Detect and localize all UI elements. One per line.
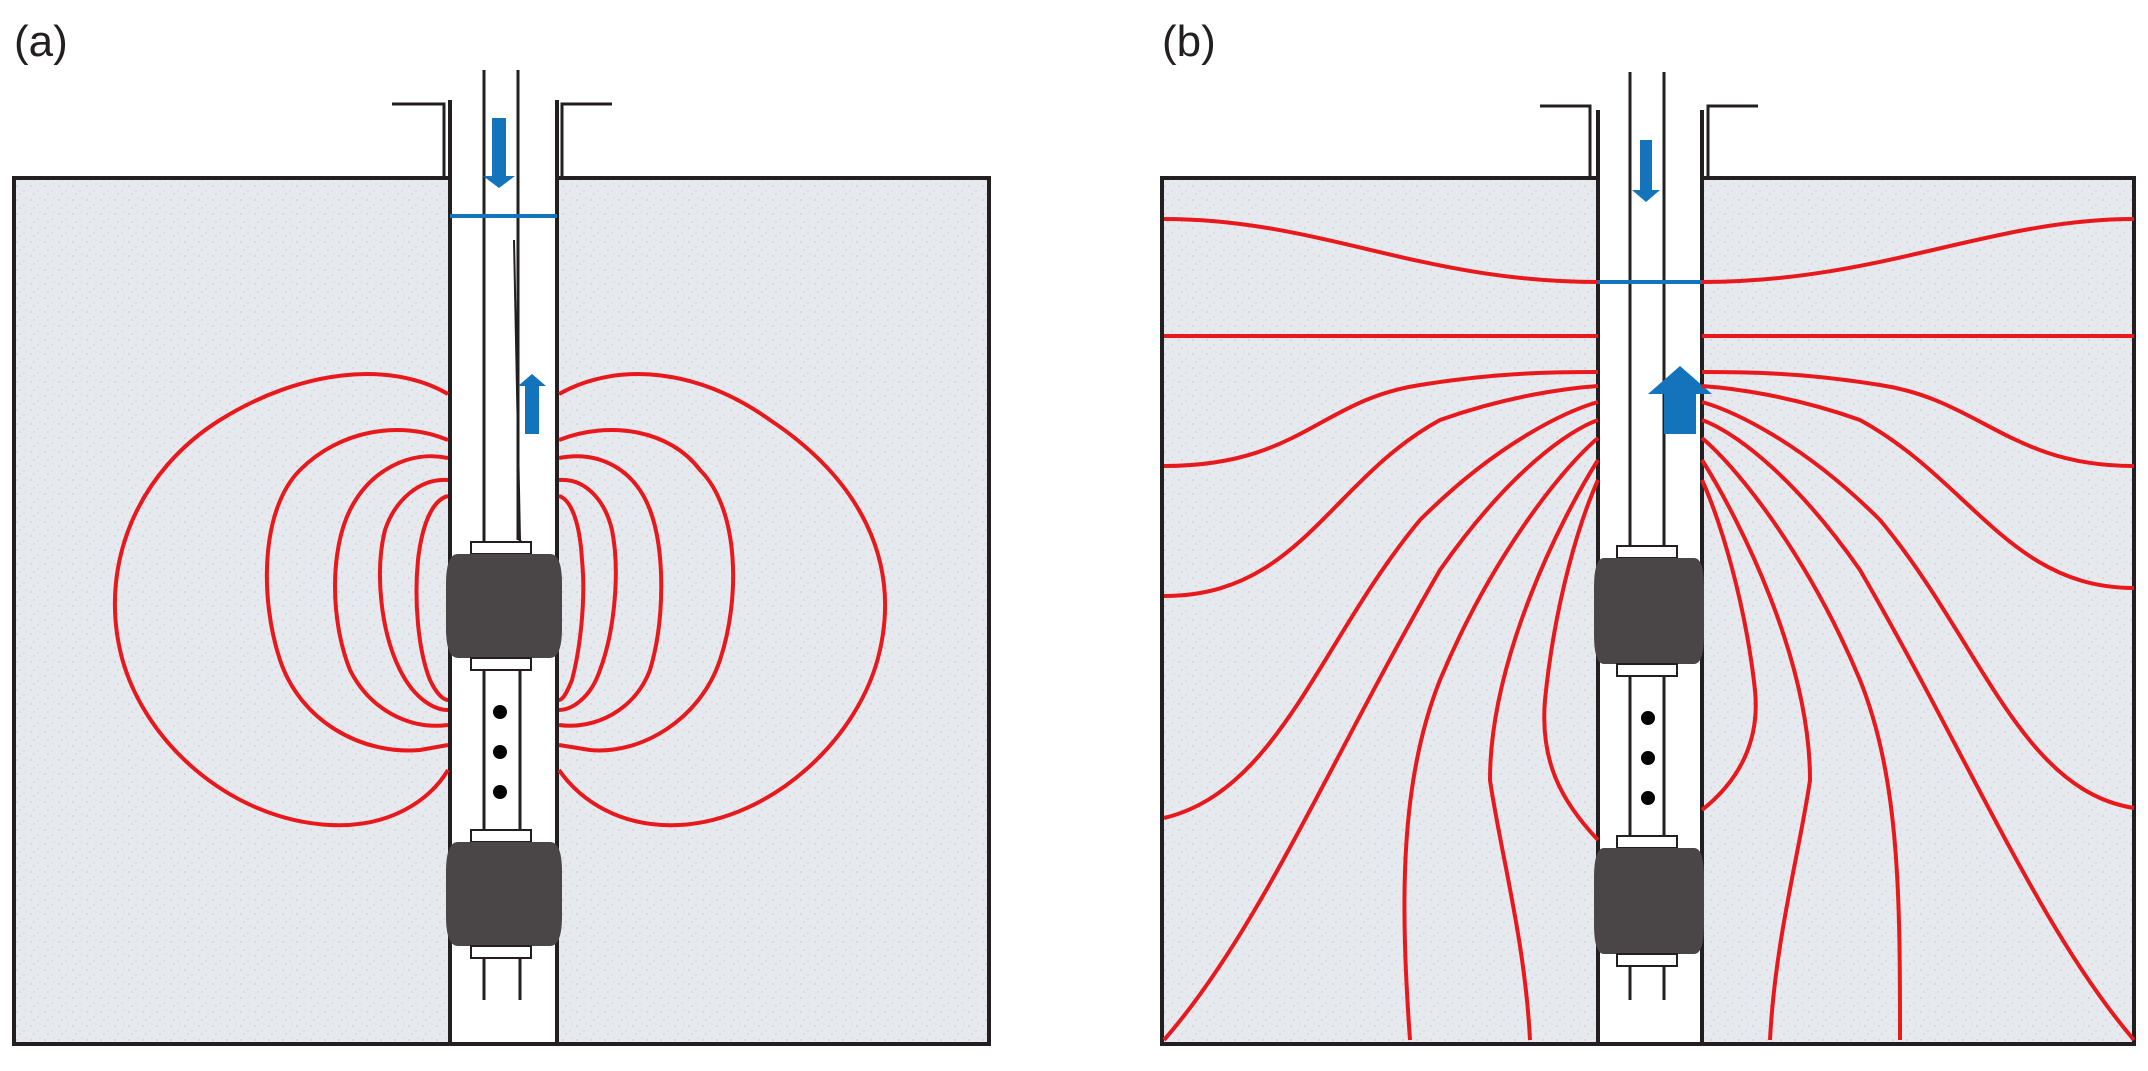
- panel-b: [1160, 72, 2136, 1046]
- casing-collar-left-a: [392, 102, 446, 178]
- flow-lines-b: [1162, 217, 2136, 1042]
- formation-left-b: [1160, 176, 1600, 1046]
- casing-collar-left-b: [1540, 104, 1592, 178]
- down-arrow-icon: [1632, 140, 1660, 202]
- flow-lines-a: [112, 372, 888, 828]
- panel-label-a: (a): [14, 17, 68, 66]
- casing-collar-right-b: [1706, 104, 1758, 178]
- perforation-dots-b: [1641, 711, 1655, 805]
- formation-left-a: [12, 176, 452, 1046]
- down-arrow-icon: [483, 118, 515, 188]
- packer-upper-a: [446, 541, 562, 671]
- up-arrow-icon: [518, 374, 546, 434]
- packer-lower-a: [446, 829, 562, 959]
- formation-right-a: [555, 176, 991, 1046]
- casing-collar-right-a: [560, 102, 612, 178]
- packer-lower-b: [1594, 835, 1704, 967]
- formation-right-b: [1700, 176, 2136, 1046]
- packer-upper-b: [1594, 545, 1704, 677]
- tubing-inner-a: [513, 239, 521, 541]
- panel-a: [12, 70, 991, 1046]
- perforation-dots-a: [493, 705, 507, 799]
- up-arrow-icon: [1648, 366, 1712, 434]
- panel-label-b: (b): [1162, 17, 1216, 66]
